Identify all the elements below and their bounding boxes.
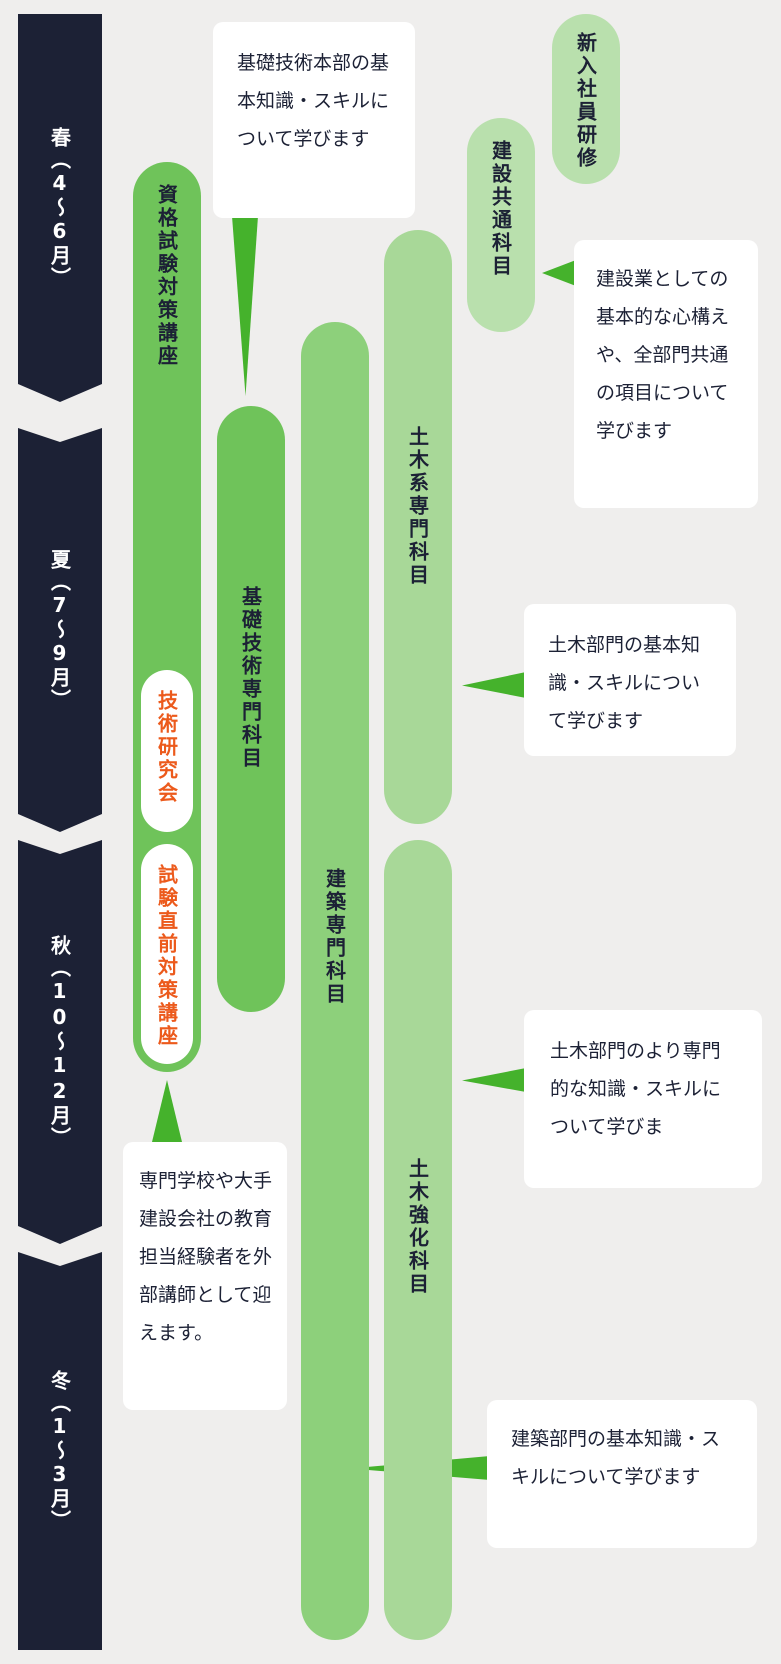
program-label: 土木強化科目: [405, 1158, 430, 1296]
callout-architecture: 建築部門の基本知識・スキルについて学びます: [487, 1400, 757, 1548]
callout-common: 建設業としての基本的な心構えや、全部門共通の項目について学びます: [574, 240, 758, 508]
program-exam-prep-bar: 試験直前対策講座: [141, 844, 193, 1064]
callout-pointer-civil-specialty: [462, 672, 526, 698]
season-label: 春（4〜6月）: [47, 127, 72, 289]
program-label: 資格試験対策講座: [154, 184, 179, 368]
program-label: 基礎技術専門科目: [238, 586, 263, 770]
season-summer: 夏（7〜9月）: [18, 428, 102, 832]
callout-pointer-qualification: [152, 1080, 182, 1142]
program-label: 試験直前対策講座: [154, 864, 179, 1048]
callout-civil-enhance: 土木部門のより専門的な知識・スキルについて学びま: [524, 1010, 762, 1188]
program-common-bar: 建設共通科目: [467, 118, 535, 332]
season-label: 冬（1〜3月）: [47, 1370, 72, 1532]
callout-pointer-basic-tech: [232, 216, 258, 396]
program-label: 新入社員研修: [573, 32, 598, 170]
season-spring: 春（4〜6月）: [18, 14, 102, 402]
program-architecture-bar: 建築専門科目: [301, 322, 369, 1640]
program-label: 建設共通科目: [488, 140, 513, 278]
callout-qualification: 専門学校や大手建設会社の教育担当経験者を外部講師として迎えます。: [123, 1142, 287, 1410]
callout-basic-tech: 基礎技術本部の基本知識・スキルについて学びます: [213, 22, 415, 218]
callout-pointer-common: [542, 260, 576, 286]
program-qualification-bar: 資格試験対策講座 技術研究会 試験直前対策講座: [133, 162, 201, 1072]
season-winter: 冬（1〜3月）: [18, 1252, 102, 1650]
callout-pointer-civil-enhance: [462, 1068, 526, 1092]
program-label: 建築専門科目: [322, 868, 347, 1006]
callout-civil-specialty: 土木部門の基本知識・スキルについて学びます: [524, 604, 736, 756]
program-civil-enhance-bar: 土木強化科目: [384, 840, 452, 1640]
program-tech-research-bar: 技術研究会: [141, 670, 193, 832]
season-label: 秋（10〜12月）: [47, 935, 72, 1149]
program-label: 土木系専門科目: [405, 426, 430, 587]
program-basic-tech-bar: 基礎技術専門科目: [217, 406, 285, 1012]
program-new-employee-bar: 新入社員研修: [552, 14, 620, 184]
season-autumn: 秋（10〜12月）: [18, 840, 102, 1244]
program-civil-specialty-bar: 土木系専門科目: [384, 230, 452, 824]
program-label: 技術研究会: [154, 690, 179, 805]
season-label: 夏（7〜9月）: [47, 549, 72, 711]
